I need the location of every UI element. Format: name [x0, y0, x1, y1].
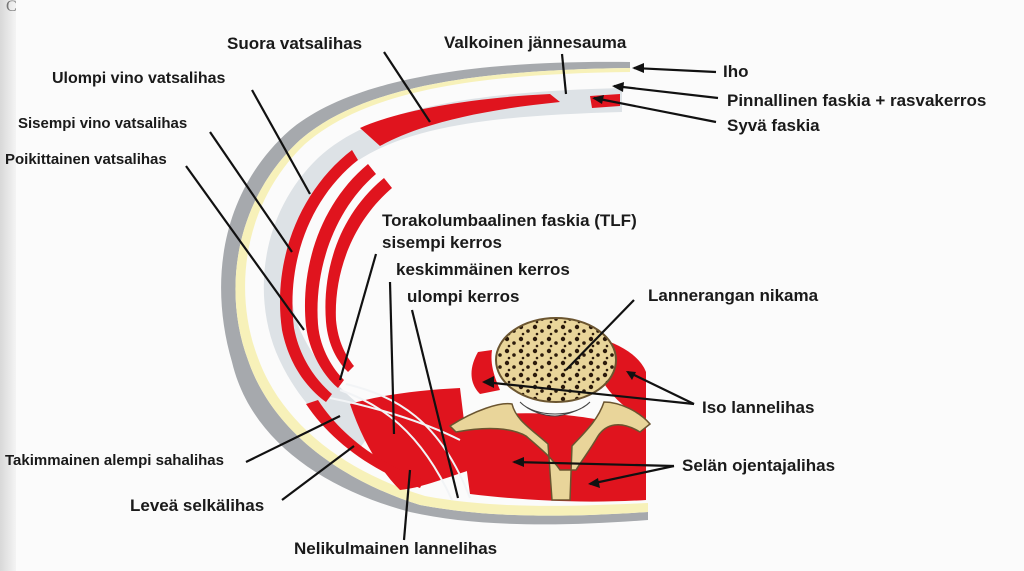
pointer-iso-2	[627, 371, 695, 405]
pointer-takimmainen	[245, 415, 341, 463]
pointer-tlf-keskimmainen	[388, 281, 396, 435]
spinal-canal	[519, 401, 591, 417]
transversus-abdominis	[325, 178, 392, 372]
figure-letter: C	[6, 0, 17, 15]
pointer-suora	[383, 51, 431, 123]
pointer-levea	[281, 445, 355, 501]
erector-spinae	[460, 413, 646, 502]
label-levea-selkalihas: Leveä selkälihas	[130, 496, 265, 515]
latissimus-band	[306, 400, 424, 488]
pointer-tlf-sisempi	[338, 253, 378, 381]
label-nelikulmainen-lannelihas: Nelikulmainen lannelihas	[294, 539, 498, 558]
pointer-selan-2	[589, 464, 675, 486]
pointer-iho	[633, 66, 717, 74]
pointer-syva	[593, 96, 717, 124]
pointer-lannerangan	[565, 299, 635, 371]
pointer-poikittainen	[185, 165, 305, 331]
fascia-lines	[329, 383, 471, 501]
arrowhead-syva	[592, 95, 604, 104]
label-lannerangan-nikama: Lannerangan nikama	[648, 286, 819, 305]
external-oblique	[279, 150, 358, 402]
pointer-tlf-ulompi	[410, 309, 460, 499]
label-suora-vatsalihas: Suora vatsalihas	[227, 34, 363, 53]
arrowhead-selan-2	[588, 478, 600, 488]
label-tlf-ulompi: ulompi kerros	[407, 287, 520, 306]
pointer-ulompi-vino	[251, 89, 311, 195]
internal-oblique	[304, 164, 376, 388]
label-takimmainen-sahalihas: Takimmainen alempi sahalihas	[5, 452, 224, 469]
arrowhead-iso-1	[482, 376, 494, 388]
label-selan-ojentajalihas: Selän ojentajalihas	[682, 456, 836, 475]
arrowhead-selan-1	[512, 457, 524, 467]
label-ulompi-vino-vatsalihas: Ulompi vino vatsalihas	[52, 70, 226, 87]
label-valkoinen-jannesauma: Valkoinen jännesauma	[444, 33, 627, 52]
pointer-iso-1	[483, 380, 695, 406]
label-tlf-sisempi: sisempi kerros	[382, 233, 503, 252]
label-pinnallinen-faskia: Pinnallinen faskia + rasvakerros	[727, 91, 987, 110]
pointer-pinnallinen	[613, 84, 719, 100]
arrowhead-iso-2	[626, 371, 636, 380]
rectus-abdominis	[360, 94, 560, 146]
label-poikittainen-vatsalihas: Poikittainen vatsalihas	[5, 151, 167, 168]
label-tlf-title: Torakolumbaalinen faskia (TLF)	[382, 211, 637, 230]
pointer-valkoinen	[560, 53, 568, 95]
pointer-sisempi-vino	[209, 131, 293, 253]
pointer-lines	[185, 51, 719, 541]
vertebral-body	[495, 317, 617, 403]
vertebral-arch	[448, 401, 652, 501]
arrowhead-iho	[632, 63, 644, 73]
label-tlf-keskimmainen: keskimmäinen kerros	[396, 260, 570, 279]
pointer-arrowheads	[482, 63, 644, 488]
label-syva-faskia: Syvä faskia	[727, 116, 820, 135]
arrowhead-pinnallinen	[612, 82, 624, 92]
pointer-selan-1	[513, 460, 675, 468]
label-iso-lannelihas: Iso lannelihas	[702, 398, 815, 417]
label-iho: Iho	[723, 62, 749, 81]
label-sisempi-vino-vatsalihas: Sisempi vino vatsalihas	[18, 115, 188, 132]
pointer-nelikulmainen	[402, 469, 412, 541]
page-binding-edge	[0, 0, 16, 571]
